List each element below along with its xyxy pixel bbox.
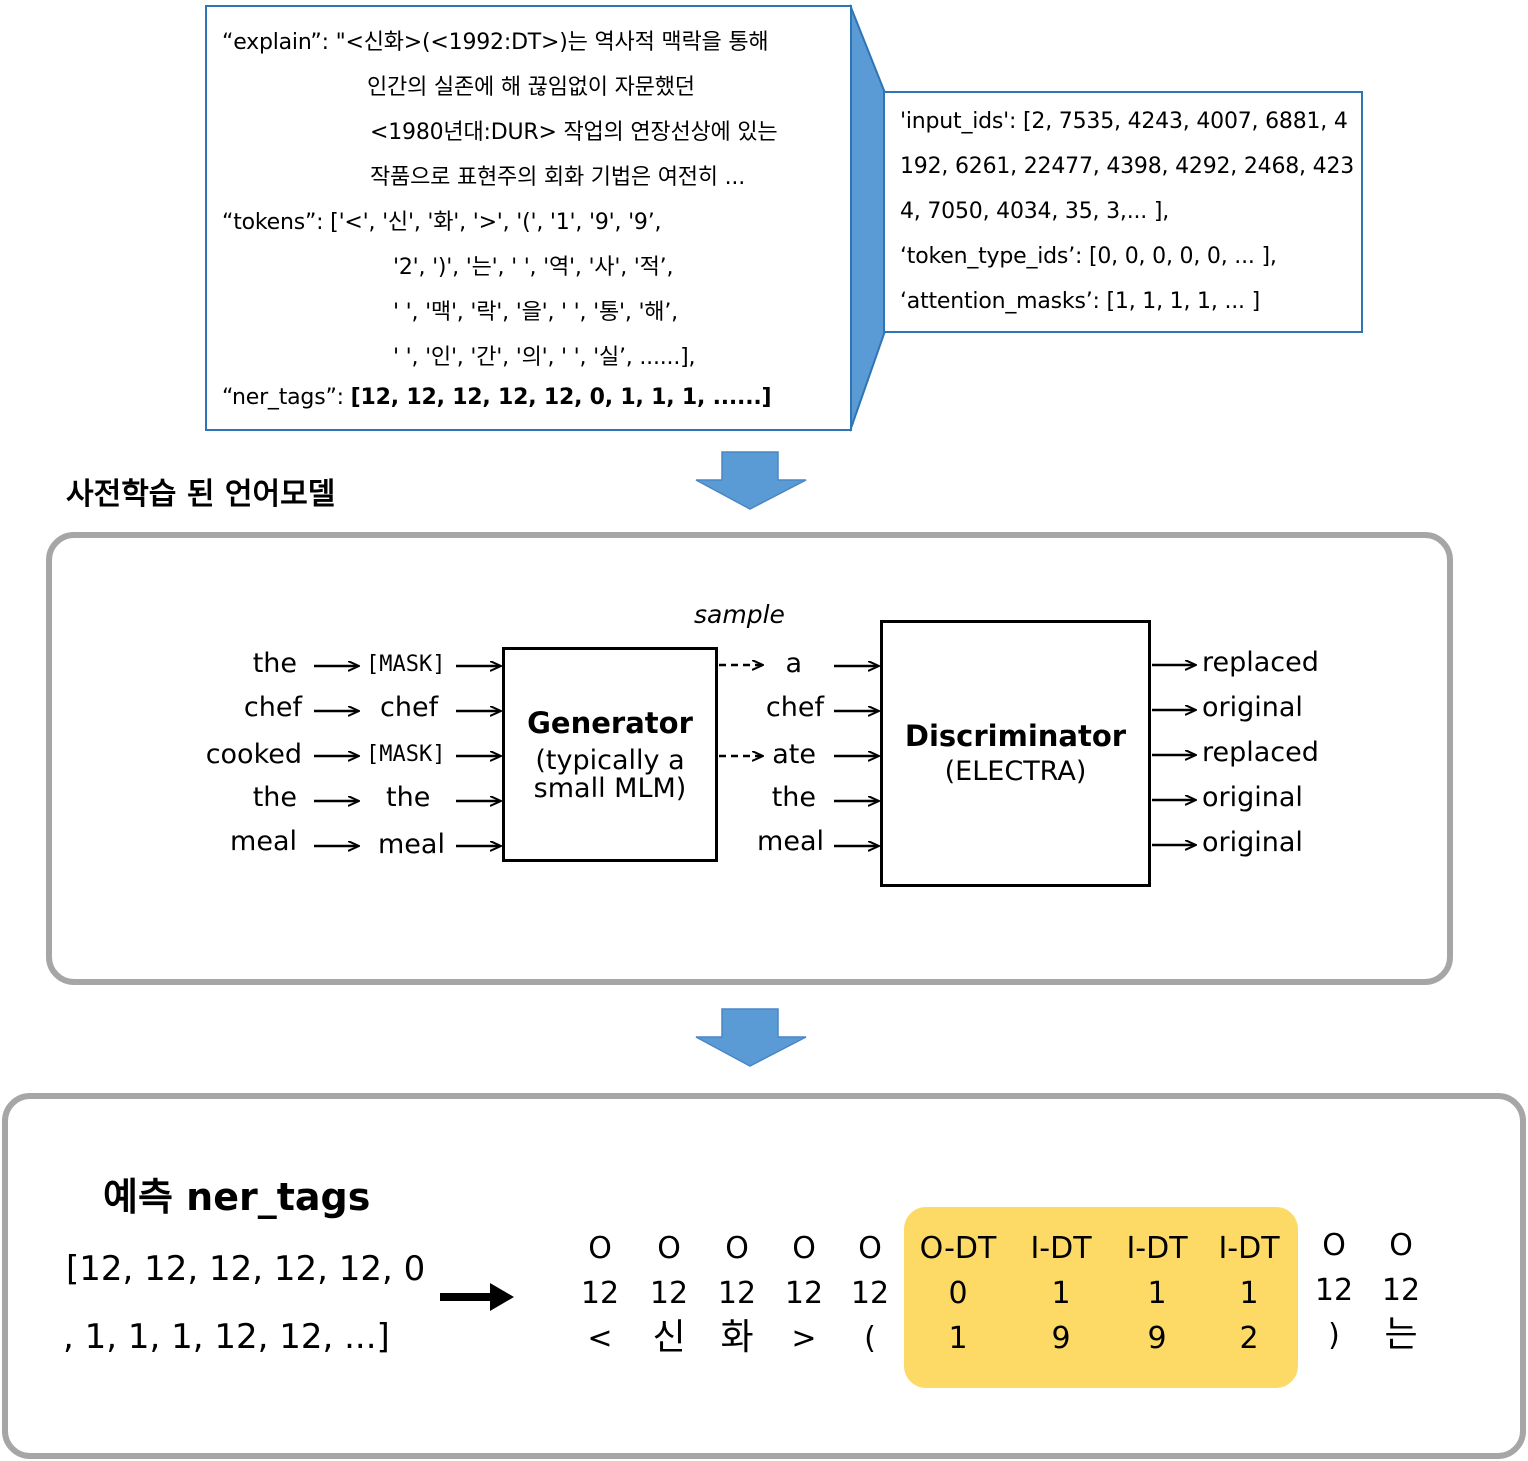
token-tag: O xyxy=(657,1231,681,1266)
input-token: meal xyxy=(230,826,297,857)
sampled-token: the xyxy=(771,782,816,813)
output-label: original xyxy=(1202,692,1303,723)
token-char: 9 xyxy=(1147,1321,1167,1356)
token-tag: O xyxy=(588,1231,612,1266)
token-id: 12 xyxy=(784,1276,824,1311)
explain-line: <1980년대:DUR> 작업의 연장선상에 있는 xyxy=(370,120,778,145)
token-id: 12 xyxy=(717,1276,757,1311)
tokens-line: “tokens”: ['<', '신', '화', '>', '(', '1',… xyxy=(222,210,662,235)
ner-tags-key: “ner_tags”: xyxy=(222,385,344,410)
right-arrow-icon xyxy=(440,1283,514,1311)
masked-token: the xyxy=(386,782,431,813)
predicted-sequence-line: [12, 12, 12, 12, 12, 0 xyxy=(66,1249,426,1289)
input-ids-line: 4, 7050, 4034, 35, 3,... ], xyxy=(900,199,1170,224)
input-token: the xyxy=(252,648,297,679)
input-ids-line: 192, 6261, 22477, 4398, 4292, 2468, 423 xyxy=(900,154,1355,179)
predicted-sequence-line: , 1, 1, 1, 12, 12, ...] xyxy=(63,1317,390,1357)
ner-tags-value: [12, 12, 12, 12, 12, 0, 1, 1, 1, ......] xyxy=(350,385,772,410)
output-label: replaced xyxy=(1202,737,1319,768)
token-char: ( xyxy=(864,1321,876,1356)
tokens-line: ' ', '인', '간', '의', ' ', '실’, ......], xyxy=(393,345,696,370)
token-id: 12 xyxy=(1381,1273,1421,1308)
pretrained-model-panel xyxy=(46,532,1453,985)
token-char: < xyxy=(587,1321,613,1356)
discriminator-box: Discriminator (ELECTRA) xyxy=(880,620,1151,887)
flow-down-arrow-icon xyxy=(695,1008,807,1067)
masked-token: [MASK] xyxy=(366,742,446,767)
input-token: the xyxy=(252,782,297,813)
token-char: 신 xyxy=(652,1317,686,1358)
token-char: 1 xyxy=(948,1321,968,1356)
masked-token: meal xyxy=(378,829,445,860)
sampled-token: meal xyxy=(757,826,824,857)
generator-box: Generator (typically a small MLM) xyxy=(502,647,718,862)
prediction-title: 예측 ner_tags xyxy=(103,1175,371,1219)
example-json-box xyxy=(205,5,852,431)
flow-down-arrow-icon xyxy=(695,451,807,510)
generator-title: Generator xyxy=(527,706,693,740)
input-ids-line: 'input_ids': [2, 7535, 4243, 4007, 6881,… xyxy=(900,109,1348,134)
input-token: chef xyxy=(243,692,302,723)
token-tag: O xyxy=(858,1231,882,1266)
tokens-line: ' ', '맥', '락', '을', ' ', '통', '해’, xyxy=(393,300,678,325)
token-tag: I-DT xyxy=(1030,1231,1092,1266)
token-tag: I-DT xyxy=(1218,1231,1280,1266)
explain-line: 작품으로 표현주의 회화 기법은 여전히 ... xyxy=(370,165,745,190)
token-id: 12 xyxy=(580,1276,620,1311)
token-id: 1 xyxy=(1147,1276,1167,1311)
token-char: 화 xyxy=(720,1317,754,1358)
token-type-ids-line: ‘token_type_ids’: [0, 0, 0, 0, 0, ... ], xyxy=(900,244,1277,269)
token-char: ) xyxy=(1328,1318,1340,1353)
token-tag: O xyxy=(1322,1228,1346,1263)
token-id: 12 xyxy=(850,1276,890,1311)
generator-subtitle: (typically a xyxy=(535,745,685,776)
date-entity-highlight xyxy=(904,1207,1298,1388)
token-char: > xyxy=(791,1321,817,1356)
token-tag: O xyxy=(792,1231,816,1266)
token-tag: O xyxy=(1389,1228,1413,1263)
token-id: 1 xyxy=(1239,1276,1259,1311)
token-id: 0 xyxy=(948,1276,968,1311)
masked-token: [MASK] xyxy=(366,652,446,677)
encoded-ids-box xyxy=(883,91,1363,333)
token-char: 2 xyxy=(1239,1321,1259,1356)
output-label: original xyxy=(1202,782,1303,813)
masked-token: chef xyxy=(380,692,439,723)
sampled-token: chef xyxy=(765,692,824,723)
explain-line: “explain”: "<신화>(<1992:DT>)는 역사적 맥락을 통해 xyxy=(222,30,769,55)
tokens-line: '2', ')', '는', ' ', '역', '사', '적’, xyxy=(393,255,674,280)
explain-line: 인간의 실존에 해 끊임없이 자문했던 xyxy=(367,75,695,100)
ner-tags-line: “ner_tags”: [12, 12, 12, 12, 12, 0, 1, 1… xyxy=(222,385,772,410)
sampled-token: ate xyxy=(772,739,816,770)
token-tag: I-DT xyxy=(1126,1231,1188,1266)
discriminator-subtitle: (ELECTRA) xyxy=(944,756,1087,787)
token-id: 12 xyxy=(1314,1273,1354,1308)
sampled-token: a xyxy=(785,648,802,679)
output-label: original xyxy=(1202,827,1303,858)
attention-masks-line: ‘attention_masks’: [1, 1, 1, 1, ... ] xyxy=(900,289,1260,314)
input-token: cooked xyxy=(205,739,302,770)
token-tag: O xyxy=(725,1231,749,1266)
token-id: 12 xyxy=(649,1276,689,1311)
token-tag: O-DT xyxy=(919,1231,997,1266)
generator-subtitle: small MLM) xyxy=(533,773,687,804)
token-char: 는 xyxy=(1384,1314,1418,1355)
sample-label: sample xyxy=(694,600,785,629)
token-char: 9 xyxy=(1051,1321,1071,1356)
token-id: 1 xyxy=(1051,1276,1071,1311)
pretrained-model-title: 사전학습 된 언어모델 xyxy=(66,477,336,512)
output-label: replaced xyxy=(1202,647,1319,678)
discriminator-title: Discriminator xyxy=(904,719,1127,753)
